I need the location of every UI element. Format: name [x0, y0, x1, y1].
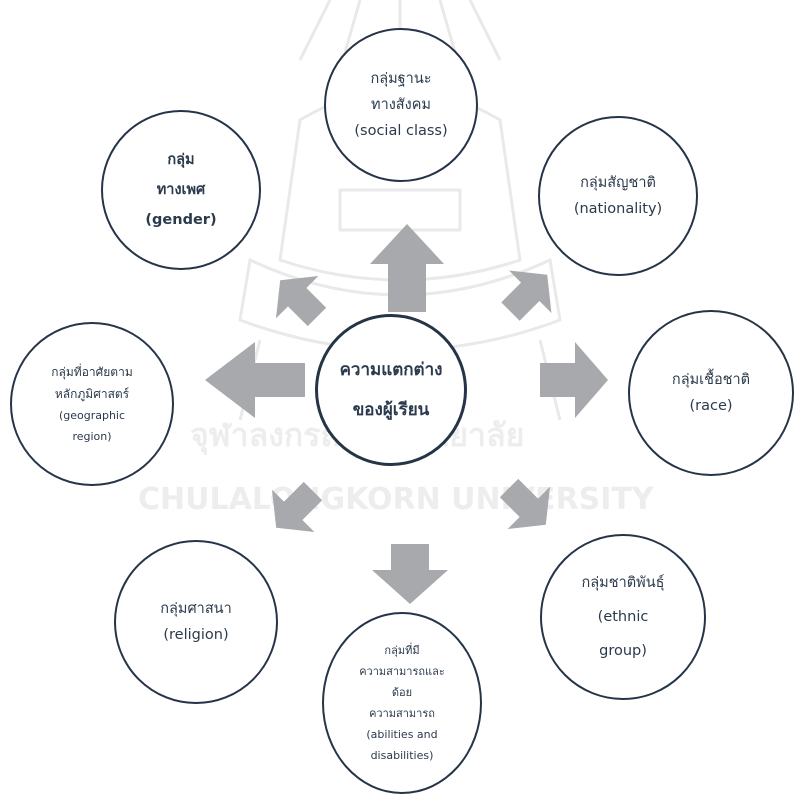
arrow-up [370, 224, 444, 312]
geographic-line-3: (geographic [58, 409, 126, 422]
gender-line-3: (gender) [145, 212, 217, 228]
abilities-line-4: ความสามารถ [369, 707, 435, 720]
gender-line-2: ทางเพศ [156, 182, 206, 198]
arrow-upper-left-body [275, 275, 327, 327]
ethnic-line-1: กลุ่มชาติพันธุ์ [581, 575, 665, 591]
center-line-2: ของผู้เรียน [352, 400, 430, 420]
arrow-lower-right [499, 478, 551, 530]
religion-line-1: กลุ่มศาสนา [160, 601, 232, 617]
nationality-line-2: (nationality) [573, 201, 663, 217]
node-ethnic-group: กลุ่มชาติพันธุ์ (ethnic group) [540, 534, 706, 700]
node-social-class: กลุ่มฐานะ ทางสังคม (social class) [324, 28, 478, 182]
node-nationality: กลุ่มสัญชาติ (nationality) [538, 116, 698, 276]
abilities-line-2: ความสามารถและ [359, 665, 445, 678]
node-gender: กลุ่ม ทางเพศ (gender) [101, 110, 261, 270]
ethnic-line-3: group) [599, 643, 647, 659]
center-line-1: ความแตกต่าง [339, 360, 443, 380]
abilities-line-5: (abilities and [366, 728, 438, 741]
arrow-left [205, 342, 305, 418]
watermark-english-text: CHULALONGKORN UNIVERSITY [138, 482, 654, 517]
race-line-2: (race) [689, 398, 733, 414]
arrow-lower-left [271, 481, 323, 533]
race-line-1: กลุ่มเชื้อชาติ [671, 372, 751, 388]
arrow-upper-right [501, 270, 552, 321]
social-class-line-2: ทางสังคม [371, 97, 431, 113]
social-class-line-1: กลุ่มฐานะ [370, 71, 432, 87]
abilities-line-3: ด้อย [391, 686, 413, 699]
arrow-down [372, 544, 448, 604]
geographic-line-1: กลุ่มที่อาศัยตาม [51, 365, 133, 379]
geographic-line-2: หลักภูมิศาสตร์ [54, 387, 130, 401]
node-race: กลุ่มเชื้อชาติ (race) [628, 310, 794, 476]
ethnic-line-2: (ethnic [597, 609, 649, 625]
abilities-line-1: กลุ่มที่มี [384, 644, 420, 657]
arrow-right [540, 342, 608, 418]
node-religion: กลุ่มศาสนา (religion) [114, 540, 278, 704]
geographic-line-4: region) [72, 430, 112, 443]
center-node-learner-diversity: ความแตกต่าง ของผู้เรียน [315, 314, 467, 466]
social-class-line-3: (social class) [354, 123, 448, 139]
religion-line-2: (religion) [163, 627, 229, 643]
node-geographic-region: กลุ่มที่อาศัยตาม หลักภูมิศาสตร์ (geograp… [10, 322, 174, 486]
node-abilities-disabilities: กลุ่มที่มี ความสามารถและ ด้อย ความสามารถ… [322, 612, 482, 794]
nationality-line-1: กลุ่มสัญชาติ [580, 175, 656, 191]
abilities-line-6: disabilities) [370, 749, 434, 762]
gender-line-1: กลุ่ม [167, 152, 195, 168]
